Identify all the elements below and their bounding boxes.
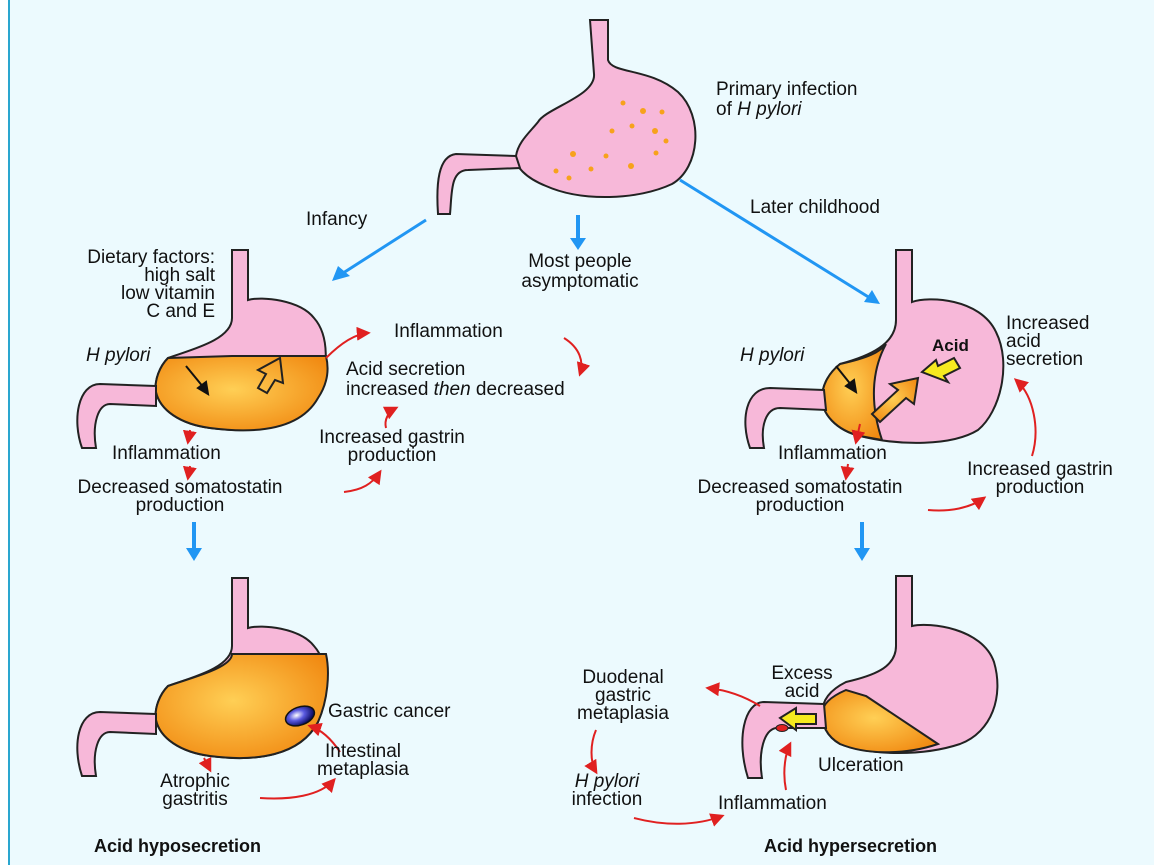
right-inflammation: Inflammation xyxy=(778,444,887,464)
atrophic-gastritis-line2: gastritis xyxy=(140,790,250,810)
duodenal-metaplasia-line3: metaplasia xyxy=(568,704,678,724)
left-inflammation: Inflammation xyxy=(112,444,221,464)
acid-secretion-prefix: increased xyxy=(346,379,434,400)
acid-secretion-line2: increased then decreased xyxy=(346,380,565,400)
left-h-pylori-label: H pylori xyxy=(86,346,150,366)
top-stomach xyxy=(437,20,695,214)
acid-secretion-then: then xyxy=(434,379,471,400)
primary-infection-prefix: of xyxy=(716,99,737,120)
right-inflammation-bottom: Inflammation xyxy=(718,794,827,814)
later-childhood-label: Later childhood xyxy=(750,198,880,218)
left-bottom-stomach xyxy=(77,578,328,776)
most-people-line1: Most people xyxy=(500,252,660,272)
acid-secretion-suffix: decreased xyxy=(471,379,565,400)
primary-infection-line2: of H pylori xyxy=(716,100,802,120)
intestinal-metaplasia-line2: metaplasia xyxy=(298,760,428,780)
right-gastrin-line2: production xyxy=(930,478,1150,498)
acid-hypersecretion-footer: Acid hypersecretion xyxy=(764,836,937,856)
right-somatostatin-line2: production xyxy=(660,496,940,516)
right-h-pylori-label: H pylori xyxy=(740,346,804,366)
hp-infection-line2: infection xyxy=(552,790,662,810)
gastric-cancer-label: Gastric cancer xyxy=(328,702,450,722)
infancy-label: Infancy xyxy=(306,210,367,230)
most-people-line2: asymptomatic xyxy=(500,272,660,292)
primary-infection-line1: Primary infection xyxy=(716,80,858,100)
primary-infection-organism: H pylori xyxy=(737,99,801,120)
left-somatostatin-line2: production xyxy=(20,496,340,516)
dietary-factors-line4: C and E xyxy=(20,302,215,322)
acid-secretion-line1: Acid secretion xyxy=(346,360,465,380)
left-gastrin-line2: production xyxy=(282,446,502,466)
left-inflammation-top: Inflammation xyxy=(394,322,503,342)
excess-acid-line2: acid xyxy=(752,682,852,702)
acid-hyposecretion-footer: Acid hyposecretion xyxy=(94,836,261,856)
ulceration-label: Ulceration xyxy=(818,756,904,776)
acid-label: Acid xyxy=(932,336,969,356)
increased-acid-line3: secretion xyxy=(1006,350,1083,370)
